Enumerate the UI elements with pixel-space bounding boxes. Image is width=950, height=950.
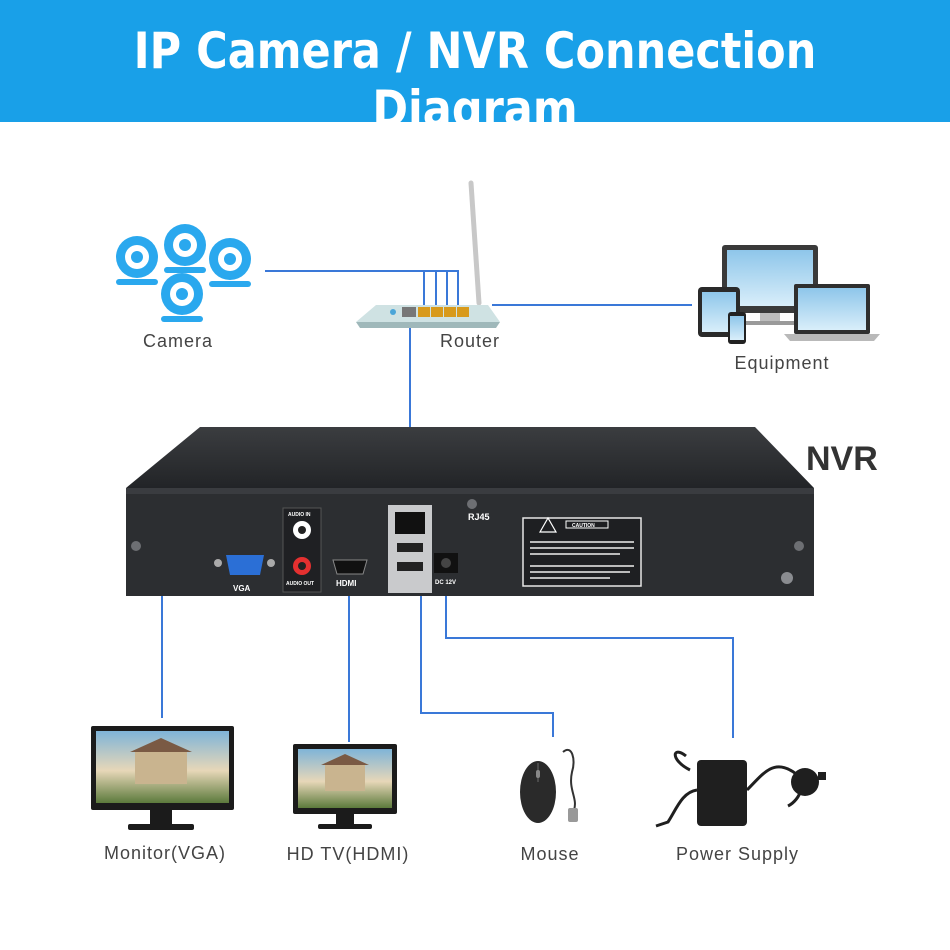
hdtv-label: HD TV(HDMI) bbox=[286, 844, 410, 864]
camera-icon bbox=[164, 224, 206, 273]
title-banner: IP Camera / NVR Connection Diagram bbox=[0, 0, 950, 138]
camera-icon bbox=[116, 236, 158, 285]
router-icon bbox=[356, 180, 500, 328]
hdmi-port-label: HDMI bbox=[336, 579, 356, 588]
equipment-icon bbox=[698, 245, 880, 344]
vga-port-label: VGA bbox=[233, 584, 251, 593]
camera-label: Camera bbox=[142, 331, 214, 351]
caution-label-title: CAUTION bbox=[572, 523, 595, 529]
dc-port-label: DC 12V bbox=[435, 580, 456, 586]
audio-in-label: AUDIO IN bbox=[288, 512, 311, 518]
nvr-label: NVR bbox=[806, 440, 878, 478]
wire-dc-power bbox=[445, 592, 734, 738]
diagram-title: IP Camera / NVR Connection Diagram bbox=[133, 22, 817, 138]
power-supply-label: Power Supply bbox=[675, 844, 800, 864]
vga-port bbox=[214, 555, 275, 575]
audio-out-label: AUDIO OUT bbox=[286, 581, 314, 587]
equipment-label: Equipment bbox=[734, 353, 830, 373]
monitor-label: Monitor(VGA) bbox=[103, 843, 227, 863]
rj45-port-label: RJ45 bbox=[468, 512, 490, 522]
hdtv-icon bbox=[293, 744, 397, 829]
connection-wires bbox=[161, 270, 734, 742]
mouse-label: Mouse bbox=[520, 844, 580, 864]
nvr-device bbox=[126, 427, 814, 596]
camera-icon-group bbox=[116, 224, 251, 322]
wire-camera-router bbox=[265, 270, 459, 305]
monitor-icon bbox=[91, 726, 234, 830]
power-supply-icon bbox=[655, 750, 826, 828]
router-label: Router bbox=[439, 331, 501, 351]
mouse-icon bbox=[520, 749, 578, 823]
wire-usb-mouse bbox=[420, 590, 554, 737]
camera-icon bbox=[209, 238, 251, 287]
camera-icon bbox=[161, 273, 203, 322]
